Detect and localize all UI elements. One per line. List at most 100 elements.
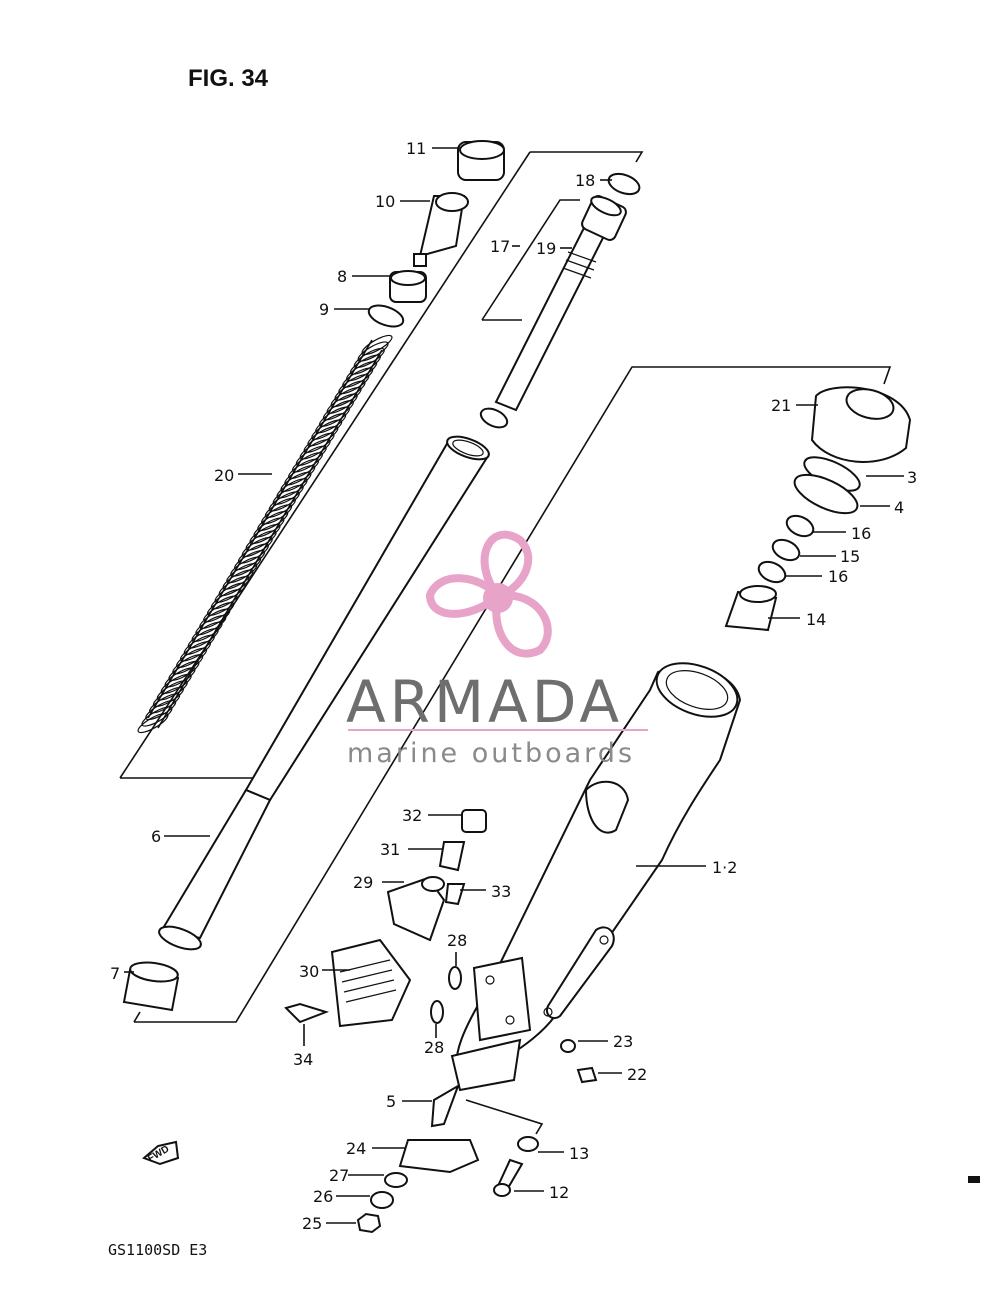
- watermark: ARMADA marine outboards: [346, 530, 648, 769]
- label-26: 26: [313, 1187, 333, 1206]
- label-16-lower: 16: [828, 567, 848, 586]
- label-12: 12: [549, 1183, 569, 1202]
- part-9-washer: [367, 304, 405, 328]
- figure-title: FIG. 34: [188, 65, 269, 92]
- label-33: 33: [491, 882, 511, 901]
- part-24-cap: [398, 1139, 480, 1174]
- label-11: 11: [406, 139, 426, 158]
- spring-coil: [237, 543, 269, 564]
- label-21: 21: [771, 396, 791, 415]
- spring-coil: [361, 334, 393, 356]
- label-20: 20: [214, 466, 234, 485]
- watermark-brand: ARMADA: [346, 668, 623, 736]
- spring-coil: [334, 380, 366, 401]
- label-23: 23: [613, 1032, 633, 1051]
- outer-tube: [450, 662, 742, 1092]
- label-7: 7: [110, 964, 120, 983]
- label-22: 22: [627, 1065, 647, 1084]
- spring-coil: [299, 439, 331, 460]
- spring-coil: [264, 497, 296, 519]
- spring-coil: [245, 530, 277, 551]
- spring-coil: [295, 445, 327, 466]
- spring-coil: [206, 595, 239, 616]
- spring-coil: [311, 419, 343, 440]
- spring-coil: [307, 426, 339, 447]
- spring-coil: [141, 706, 173, 727]
- label-8: 8: [337, 267, 347, 286]
- spring-coil: [322, 400, 354, 421]
- spring-coil: [152, 686, 184, 708]
- label-16-upper: 16: [851, 524, 871, 543]
- spring-coil: [253, 517, 285, 538]
- label-29: 29: [353, 873, 373, 892]
- watermark-tagline: marine outboards: [347, 738, 635, 769]
- spring-coil: [357, 341, 389, 362]
- spring-coil: [203, 602, 235, 623]
- spring-coil: [195, 615, 227, 636]
- label-25: 25: [302, 1214, 322, 1233]
- spring-coil: [210, 589, 242, 610]
- spring-coil: [241, 536, 273, 558]
- fork-inner-tube: [158, 435, 490, 951]
- spring-coil: [137, 712, 169, 734]
- label-15: 15: [840, 547, 860, 566]
- label-1-2: 1·2: [712, 858, 737, 877]
- spring-coil: [261, 504, 293, 525]
- spring-coil: [145, 699, 177, 721]
- label-31: 31: [380, 840, 400, 859]
- spring-coil: [349, 354, 381, 375]
- label-19: 19: [536, 239, 556, 258]
- fork-spring: [137, 334, 393, 734]
- spring-coil: [338, 373, 370, 395]
- label-13: 13: [569, 1144, 589, 1163]
- spring-coil: [353, 347, 385, 369]
- spring-coil: [315, 413, 347, 434]
- spring-coil: [346, 360, 378, 382]
- label-17: 17: [490, 237, 510, 256]
- model-code: GS1100SD E3: [108, 1241, 207, 1259]
- part-18-ring: [607, 172, 641, 196]
- spring-coil: [149, 693, 181, 714]
- spring-coil: [330, 386, 362, 408]
- spring-coil: [268, 491, 300, 512]
- spring-coil: [249, 523, 281, 545]
- label-14: 14: [806, 610, 826, 629]
- label-6: 6: [151, 827, 161, 846]
- label-4: 4: [894, 498, 904, 517]
- part-30-valve: [330, 938, 412, 1028]
- spring-coil: [291, 452, 324, 473]
- spring-coil: [187, 628, 219, 649]
- label-10: 10: [375, 192, 395, 211]
- spring-coil: [183, 634, 215, 655]
- propeller-logo: [425, 530, 552, 658]
- spring-coil: [342, 367, 374, 388]
- part-number-labels: 11 10 8 9 20 6 7 18 17 19 21 3 4 16 15 1…: [110, 139, 917, 1233]
- label-28-upper: 28: [447, 931, 467, 950]
- label-9: 9: [319, 300, 329, 319]
- spring-coil: [199, 608, 231, 629]
- damper-rod: [479, 195, 627, 429]
- small-parts: [122, 140, 912, 1234]
- spring-coil: [257, 510, 289, 532]
- spring-coil: [288, 458, 320, 479]
- label-5: 5: [386, 1092, 396, 1111]
- spring-coil: [234, 549, 266, 571]
- label-18: 18: [575, 171, 595, 190]
- label-3: 3: [907, 468, 917, 487]
- label-24: 24: [346, 1139, 366, 1158]
- label-30: 30: [299, 962, 319, 981]
- fwd-arrow: FWD: [142, 1140, 180, 1166]
- leader-lines: [124, 147, 904, 1224]
- spring-coil: [179, 641, 212, 662]
- label-34: 34: [293, 1050, 313, 1069]
- part-29-union: [386, 876, 446, 942]
- label-27: 27: [329, 1166, 349, 1185]
- label-32: 32: [402, 806, 422, 825]
- spring-coil: [191, 621, 223, 642]
- spring-coil: [318, 406, 351, 427]
- spring-coil: [303, 432, 335, 453]
- edge-mark: [968, 1176, 980, 1183]
- label-28-lower: 28: [424, 1038, 444, 1057]
- spring-coil: [326, 393, 358, 414]
